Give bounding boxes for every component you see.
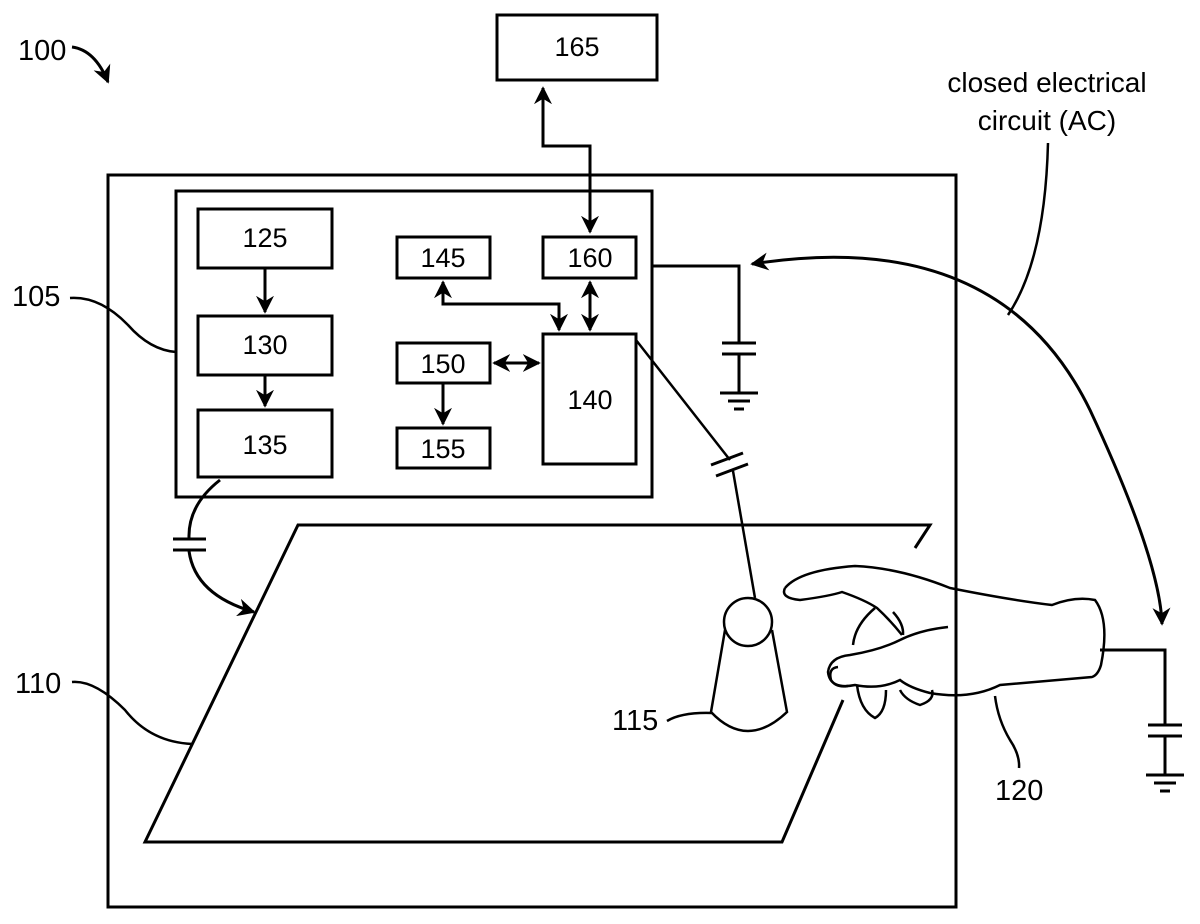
annotation-line-1: closed electrical	[947, 67, 1146, 98]
block-125-label: 125	[242, 223, 287, 253]
figure-reference-label: 100	[18, 35, 66, 67]
wire-hand-ground	[1100, 650, 1165, 724]
callout-110: 110	[15, 668, 61, 700]
block-155-label: 155	[420, 434, 465, 464]
annotation-leader	[1008, 143, 1048, 315]
figure-reference-arrow	[72, 47, 108, 82]
block-160-label: 160	[567, 243, 612, 273]
block-165-label: 165	[554, 32, 599, 62]
block-145-label: 145	[420, 243, 465, 273]
callout-105: 105	[12, 281, 60, 313]
block-130-label: 130	[242, 330, 287, 360]
annotation-line-2: circuit (AC)	[978, 105, 1116, 136]
block-150-label: 150	[420, 349, 465, 379]
block-140-label: 140	[567, 385, 612, 415]
callout-115: 115	[612, 705, 658, 737]
block-135-label: 135	[242, 430, 287, 460]
callout-120: 120	[995, 775, 1043, 807]
callout-120-leader	[995, 696, 1019, 768]
